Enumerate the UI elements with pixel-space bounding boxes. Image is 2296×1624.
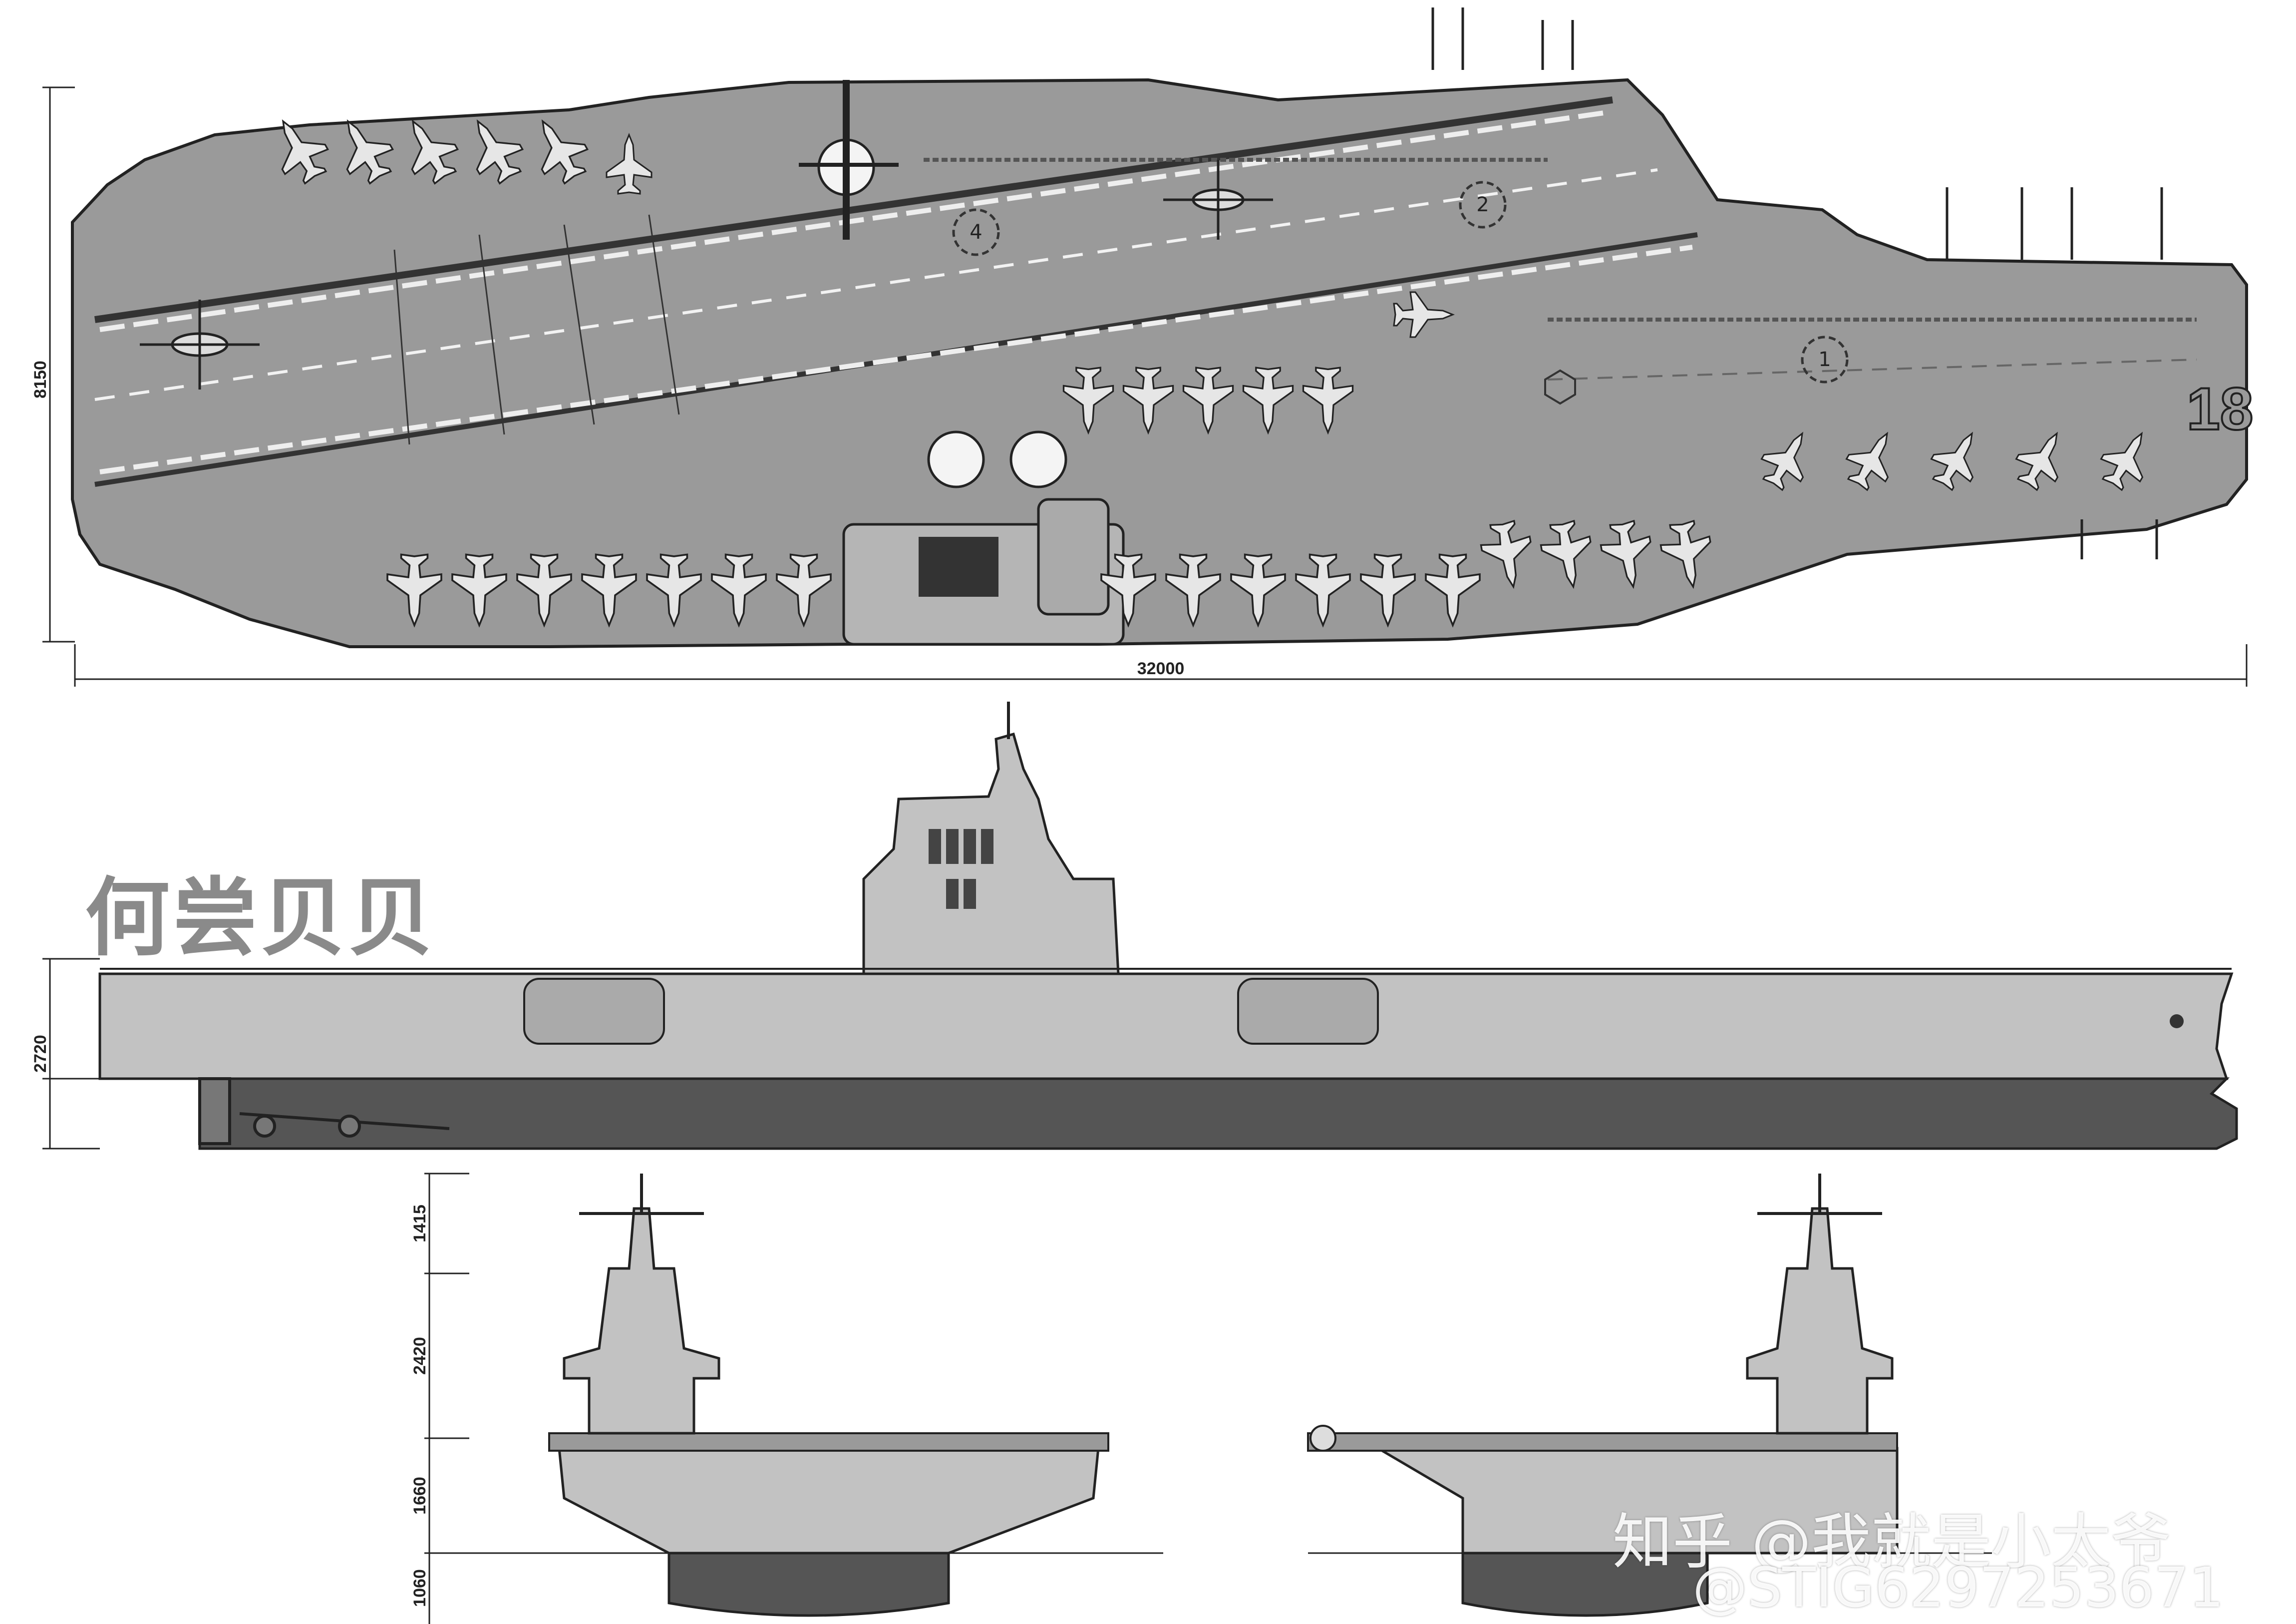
parked-aircraft bbox=[1242, 367, 1294, 435]
dimension-hull-height: 2720 bbox=[31, 1035, 50, 1073]
parked-aircraft bbox=[346, 119, 394, 185]
front-below-water bbox=[667, 1552, 950, 1617]
island-windows bbox=[929, 829, 993, 909]
author-watermark: 何尝贝贝 bbox=[85, 869, 437, 968]
parked-aircraft bbox=[1760, 431, 1804, 491]
parked-aircraft bbox=[581, 553, 637, 628]
rear-radome bbox=[1310, 1425, 1336, 1452]
plan-dimension-length bbox=[74, 644, 2248, 687]
parked-aircraft bbox=[646, 553, 702, 628]
parked-aircraft bbox=[1659, 519, 1711, 589]
side-view: 2720 bbox=[31, 702, 2238, 1150]
front-dimension bbox=[424, 1173, 469, 1624]
svg-text:2: 2 bbox=[1476, 193, 1489, 216]
dimension-length: 32000 bbox=[1137, 659, 1185, 678]
plan-dimension-beam bbox=[42, 86, 75, 643]
arresting-wires bbox=[393, 214, 680, 445]
parked-aircraft bbox=[1393, 291, 1455, 338]
elevator-vent-block bbox=[919, 537, 998, 597]
anchor-hawse bbox=[2170, 1014, 2184, 1028]
deck-edge-antennas bbox=[1431, 7, 2163, 559]
parked-aircraft bbox=[1230, 553, 1286, 628]
deck-spot-1: 1 bbox=[1801, 336, 1849, 384]
weibo-watermark: @STIG6297253671 bbox=[1692, 1556, 2224, 1620]
parked-aircraft bbox=[1165, 553, 1221, 628]
catapult-track-3 bbox=[1547, 359, 2197, 381]
parked-aircraft bbox=[1302, 367, 1354, 435]
hangar-opening-fwd bbox=[1237, 978, 1379, 1045]
parked-aircraft bbox=[1425, 553, 1481, 628]
helicopter-aft bbox=[140, 300, 260, 390]
side-dimension bbox=[42, 958, 100, 1150]
deck-hexagon-marking bbox=[1544, 369, 1576, 405]
parked-aircraft bbox=[1295, 553, 1351, 628]
svg-text:1: 1 bbox=[1818, 348, 1831, 371]
deck-spot-2: 2 bbox=[1459, 181, 1507, 229]
front-flight-deck bbox=[548, 1432, 1109, 1452]
flight-deck bbox=[71, 78, 2248, 648]
parked-aircraft bbox=[1930, 431, 1974, 491]
side-elevator bbox=[1037, 498, 1110, 616]
parked-aircraft bbox=[1182, 367, 1234, 435]
parked-aircraft bbox=[711, 553, 767, 628]
parked-aircraft bbox=[1360, 553, 1416, 628]
parked-aircraft bbox=[1600, 519, 1651, 589]
zhihu-watermark: 知乎 @我就是小太爷 bbox=[1613, 1508, 2171, 1577]
angled-deck-lights-lower bbox=[99, 245, 1693, 474]
hangar-opening-aft bbox=[523, 978, 665, 1045]
parked-aircraft-lower-row bbox=[386, 367, 1711, 628]
angled-deck-lights-upper bbox=[99, 110, 1608, 332]
parked-aircraft bbox=[2015, 431, 2059, 491]
parked-aircraft-upper-row bbox=[281, 119, 2144, 491]
below-waterline bbox=[198, 1077, 2238, 1150]
parked-aircraft bbox=[1480, 519, 1532, 589]
plan-view: 4 2 1 18 bbox=[31, 7, 2254, 687]
angled-deck-edge-upper bbox=[94, 96, 1614, 323]
rear-flight-deck bbox=[1307, 1432, 1898, 1452]
parked-aircraft bbox=[1100, 553, 1156, 628]
parked-aircraft bbox=[1540, 519, 1592, 589]
dimension-mast-upper: 1415 bbox=[410, 1205, 429, 1242]
helicopter-mid bbox=[1163, 160, 1273, 240]
parked-aircraft bbox=[386, 553, 442, 628]
dimension-draft: 1060 bbox=[410, 1569, 429, 1607]
early-warning-aircraft bbox=[799, 80, 1067, 488]
rear-view bbox=[1307, 1174, 1992, 1617]
rear-island bbox=[1746, 1207, 1894, 1435]
parked-aircraft bbox=[476, 119, 524, 185]
bow-hull-number: 18 bbox=[2187, 376, 2253, 442]
dimension-beam: 8150 bbox=[31, 361, 50, 399]
front-island bbox=[563, 1207, 720, 1435]
parked-aircraft bbox=[1062, 367, 1114, 435]
parked-aircraft bbox=[411, 119, 459, 185]
parked-aircraft bbox=[516, 553, 572, 628]
deck-spot-4: 4 bbox=[952, 208, 1000, 256]
parked-aircraft bbox=[1122, 367, 1174, 435]
parked-aircraft bbox=[281, 119, 329, 185]
parked-aircraft bbox=[541, 119, 589, 185]
angled-deck-centerline bbox=[94, 168, 1658, 401]
parked-aircraft bbox=[776, 553, 832, 628]
hull-profile bbox=[98, 972, 2234, 1080]
rear-below-water bbox=[1461, 1552, 1709, 1617]
svg-text:4: 4 bbox=[970, 221, 982, 244]
parked-aircraft bbox=[451, 553, 507, 628]
parked-aircraft bbox=[2100, 431, 2144, 491]
propeller-assembly bbox=[198, 1077, 450, 1145]
dimension-island: 2420 bbox=[410, 1337, 429, 1375]
front-view: 1415 2420 1660 1060 bbox=[410, 1173, 1163, 1624]
front-hull bbox=[558, 1447, 1100, 1555]
parked-aircraft bbox=[1845, 431, 1889, 491]
dimension-hull-upper: 1660 bbox=[410, 1477, 429, 1515]
parked-aircraft bbox=[606, 132, 653, 195]
